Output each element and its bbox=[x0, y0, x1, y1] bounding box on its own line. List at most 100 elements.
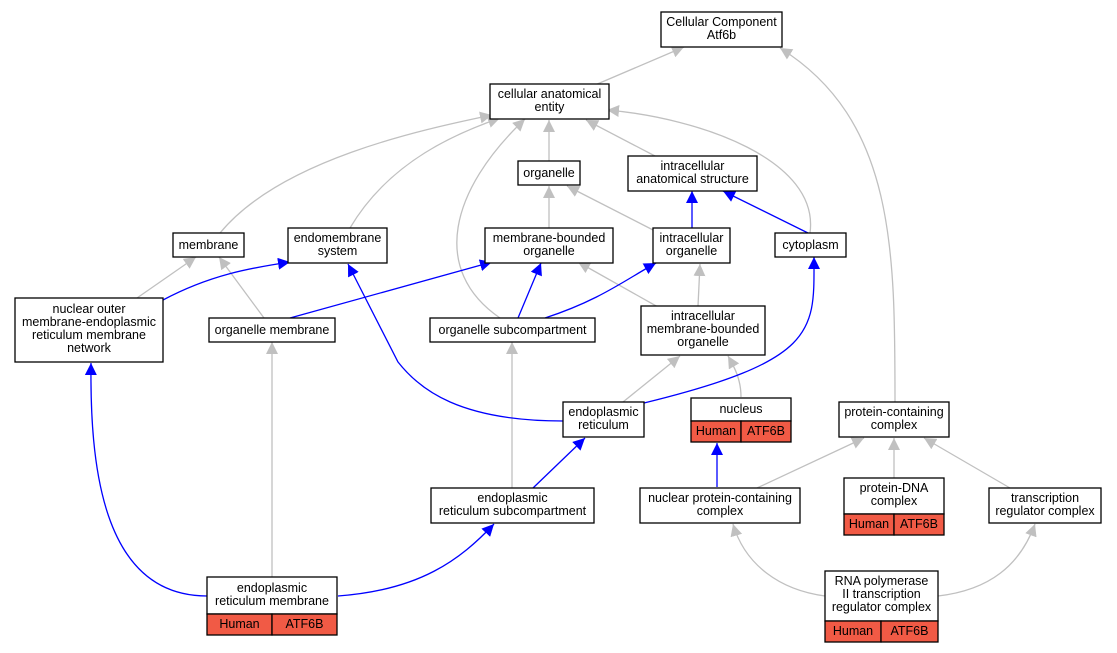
annotation-gene-label: ATF6B bbox=[891, 624, 929, 638]
node-label-line: Cellular Component bbox=[666, 15, 777, 29]
node-label-line: organelle bbox=[523, 166, 574, 180]
node-rna-polymerase-ii-transcription-regulator-complex[interactable]: RNA polymerase II transcription regulato… bbox=[824, 570, 939, 643]
node-label-line: endomembrane bbox=[294, 231, 382, 245]
node-label-line: system bbox=[318, 244, 358, 258]
node-protein-containing-complex[interactable]: protein-containing complex bbox=[838, 401, 950, 438]
node-label-line: organelle subcompartment bbox=[439, 323, 588, 337]
node-label-line: membrane-bounded bbox=[647, 322, 760, 336]
node-cellular-component-atf6b[interactable]: Cellular Component Atf6b bbox=[660, 11, 783, 48]
annotation-gene bbox=[271, 613, 338, 636]
edge-cytoplasm-to-ias bbox=[722, 190, 809, 234]
node-label-line: endoplasmic bbox=[568, 405, 638, 419]
node-label-line: membrane bbox=[179, 238, 239, 252]
node-organelle-subcompartment[interactable]: organelle subcompartment bbox=[429, 317, 596, 343]
node-intracellular-membrane-bounded-organelle[interactable]: intracellular membrane-bounded organelle bbox=[640, 305, 766, 356]
node-nuclear-outer-membrane-er-network[interactable]: nuclear outer membrane-endoplasmic retic… bbox=[14, 297, 164, 363]
annotation-gene bbox=[880, 620, 939, 643]
node-endomembrane-system[interactable]: endomembrane system bbox=[287, 227, 388, 264]
node-organelle[interactable]: organelle bbox=[517, 160, 581, 186]
node-label-line: membrane-endoplasmic bbox=[22, 315, 156, 329]
node-label-line: organelle bbox=[677, 335, 728, 349]
edge-nomerm-to-endomembrane bbox=[162, 257, 291, 301]
node-label-line: intracellular bbox=[660, 231, 724, 245]
edge-cytoplasm-to-cae bbox=[606, 105, 812, 234]
node-label-line: RNA polymerase bbox=[835, 574, 929, 588]
node-intracellular-organelle[interactable]: intracellular organelle bbox=[652, 227, 731, 264]
node-label-line: transcription bbox=[1011, 491, 1079, 505]
edge-cae-to-cc bbox=[594, 46, 685, 86]
node-label-line: entity bbox=[535, 100, 566, 114]
node-label-line: complex bbox=[871, 418, 918, 432]
edge-trc-to-pcc bbox=[923, 437, 1011, 489]
node-er-subcompartment[interactable]: endoplasmic reticulum subcompartment bbox=[430, 487, 595, 524]
node-label-line: intracellular bbox=[661, 159, 725, 173]
node-transcription-regulator-complex[interactable]: transcription regulator complex bbox=[988, 487, 1102, 524]
edge-endomembrane-to-cae bbox=[349, 116, 501, 229]
node-label-line: intracellular bbox=[671, 309, 735, 323]
edge-os-to-cae bbox=[456, 118, 526, 319]
annotation-gene bbox=[740, 420, 792, 443]
node-label-line: complex bbox=[697, 504, 744, 518]
node-label-line: cytoplasm bbox=[782, 238, 838, 252]
node-label-line: complex bbox=[871, 494, 918, 508]
annotation-gene-label: ATF6B bbox=[747, 424, 785, 438]
node-label-line: regulator complex bbox=[995, 504, 1095, 518]
nodes-layer: Cellular Component Atf6b cellular anatom… bbox=[14, 11, 1102, 643]
node-label-line: organelle bbox=[523, 244, 574, 258]
node-label-line: nucleus bbox=[719, 402, 762, 416]
edge-imbo-to-mbo bbox=[577, 261, 659, 308]
node-label-line: nuclear protein-containing bbox=[648, 491, 792, 505]
annotation-species-label: Human bbox=[849, 517, 889, 531]
annotation-species-label: Human bbox=[696, 424, 736, 438]
edge-io-to-organelle bbox=[566, 185, 656, 232]
node-label-line: organelle membrane bbox=[215, 323, 330, 337]
node-intracellular-anatomical-structure[interactable]: intracellular anatomical structure bbox=[627, 155, 758, 192]
node-label-line: protein-DNA bbox=[860, 481, 929, 495]
node-label-line: cellular anatomical bbox=[498, 87, 602, 101]
edge-os-to-mbo bbox=[517, 262, 542, 319]
annotation-species-label: Human bbox=[219, 617, 259, 631]
edge-ias-to-cae bbox=[585, 119, 656, 157]
node-cytoplasm[interactable]: cytoplasm bbox=[774, 232, 847, 258]
node-label-line: Atf6b bbox=[707, 28, 736, 42]
node-label-line: reticulum bbox=[578, 418, 629, 432]
edge-erm-to-ers bbox=[337, 523, 495, 597]
edge-pcc-to-cc bbox=[779, 47, 896, 403]
edge-nomerm-to-membrane bbox=[136, 256, 197, 299]
node-label-line: regulator complex bbox=[832, 600, 932, 614]
node-label-line: reticulum subcompartment bbox=[439, 504, 587, 518]
node-organelle-membrane[interactable]: organelle membrane bbox=[208, 317, 336, 343]
annotation-gene-label: ATF6B bbox=[900, 517, 938, 531]
edge-er-to-imbo bbox=[622, 355, 681, 403]
edge-erm-to-nomerm bbox=[84, 362, 208, 597]
node-label-line: anatomical structure bbox=[636, 172, 749, 186]
node-cellular-anatomical-entity[interactable]: cellular anatomical entity bbox=[489, 83, 610, 120]
annotation-species-label: Human bbox=[833, 624, 873, 638]
edge-ers-to-er bbox=[532, 437, 586, 489]
edge-os-to-io bbox=[544, 262, 657, 319]
node-nucleus[interactable]: nucleus Human ATF6B bbox=[690, 397, 792, 443]
node-nuclear-protein-containing-complex[interactable]: nuclear protein-containing complex bbox=[639, 487, 801, 524]
node-label-line: organelle bbox=[666, 244, 717, 258]
annotation-gene-label: ATF6B bbox=[286, 617, 324, 631]
annotation-gene bbox=[893, 513, 945, 536]
node-protein-dna-complex[interactable]: protein-DNA complex Human ATF6B bbox=[843, 477, 945, 536]
edge-er-to-cytoplasm bbox=[643, 256, 821, 404]
edge-er-to-endomembrane bbox=[347, 263, 564, 422]
node-label-line: endoplasmic bbox=[477, 491, 547, 505]
node-label-line: network bbox=[67, 341, 112, 355]
node-endoplasmic-reticulum[interactable]: endoplasmic reticulum bbox=[562, 401, 645, 438]
node-membrane-bounded-organelle[interactable]: membrane-bounded organelle bbox=[484, 227, 614, 264]
node-label-line: nuclear outer bbox=[53, 302, 126, 316]
node-membrane[interactable]: membrane bbox=[172, 232, 245, 258]
node-label-line: membrane-bounded bbox=[493, 231, 606, 245]
edge-imbo-to-io bbox=[693, 263, 706, 307]
edge-om-to-mbo bbox=[289, 259, 493, 319]
edge-membrane-to-cae bbox=[219, 111, 493, 234]
node-label-line: reticulum membrane bbox=[215, 594, 329, 608]
node-er-membrane[interactable]: endoplasmic reticulum membrane Human ATF… bbox=[206, 576, 338, 636]
node-label-line: protein-containing bbox=[844, 405, 943, 419]
edge-rnap-to-npcc bbox=[730, 523, 826, 597]
edge-npcc-to-pcc bbox=[756, 437, 865, 489]
